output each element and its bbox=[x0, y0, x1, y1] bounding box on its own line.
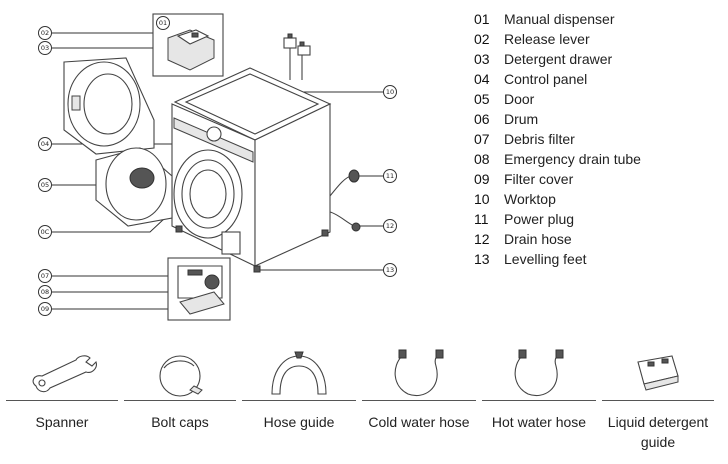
svg-text:04: 04 bbox=[41, 140, 49, 148]
accessory-label: Cold water hose bbox=[368, 414, 470, 430]
legend-label: Release lever bbox=[504, 31, 590, 47]
parts-legend: 01 Manual dispenser 02 Release lever 03 Det… bbox=[474, 9, 641, 269]
callout-06: 0C bbox=[38, 225, 52, 239]
callout-12: 12 bbox=[383, 219, 397, 233]
legend-item: 08 Emergency drain tube bbox=[474, 149, 641, 169]
legend-item: 07 Debris filter bbox=[474, 129, 641, 149]
legend-item: 05 Door bbox=[474, 89, 641, 109]
legend-label: Door bbox=[504, 91, 535, 107]
legend-number: 08 bbox=[474, 151, 490, 167]
legend-label: Levelling feet bbox=[504, 251, 587, 267]
accessories-row: Spanner Bolt caps Hose guide Cold water … bbox=[0, 346, 728, 464]
legend-item: 02 Release lever bbox=[474, 29, 641, 49]
svg-text:03: 03 bbox=[41, 44, 49, 52]
legend-number: 02 bbox=[474, 31, 490, 47]
legend-item: 01 Manual dispenser bbox=[474, 9, 641, 29]
accessory-liquid-detergent-guide: Liquid detergent guide bbox=[602, 346, 714, 464]
callout-10: 10 bbox=[383, 85, 397, 99]
bolt-cap-icon bbox=[159, 355, 203, 397]
svg-text:13: 13 bbox=[386, 266, 394, 274]
accessory-bolt-caps: Bolt caps bbox=[124, 346, 236, 464]
callout-01: 01 bbox=[156, 16, 170, 30]
legend-item: 09 Filter cover bbox=[474, 169, 641, 189]
legend-label: Emergency drain tube bbox=[504, 151, 641, 167]
accessory-label: Bolt caps bbox=[151, 414, 209, 430]
legend-label: Debris filter bbox=[504, 131, 575, 147]
legend-label: Worktop bbox=[504, 191, 556, 207]
accessory-cold-water-hose: Cold water hose bbox=[362, 346, 476, 464]
accessory-label: Spanner bbox=[35, 414, 89, 430]
legend-number: 05 bbox=[474, 91, 490, 107]
callout-07: 07 bbox=[38, 269, 52, 283]
divider bbox=[124, 400, 236, 401]
legend-number: 06 bbox=[474, 111, 490, 127]
power-plug bbox=[329, 169, 360, 197]
hose-guide-icon bbox=[271, 351, 327, 395]
callout-11: 11 bbox=[383, 169, 397, 183]
accessory-label: Liquid detergent guide bbox=[607, 414, 709, 450]
legend-label: Detergent drawer bbox=[504, 51, 613, 67]
hot-water-hose-icon bbox=[514, 349, 564, 396]
accessory-label: Hose guide bbox=[263, 414, 335, 430]
legend-number: 13 bbox=[474, 251, 490, 267]
svg-text:0C: 0C bbox=[41, 228, 50, 236]
door-inset bbox=[63, 57, 155, 155]
divider bbox=[362, 400, 476, 401]
svg-text:02: 02 bbox=[41, 29, 49, 37]
divider bbox=[602, 400, 714, 401]
legend-label: Drum bbox=[504, 111, 539, 127]
water-taps bbox=[283, 33, 311, 80]
legend-number: 04 bbox=[474, 71, 490, 87]
legend-number: 07 bbox=[474, 131, 490, 147]
svg-text:01: 01 bbox=[159, 19, 167, 27]
callout-13: 13 bbox=[383, 263, 397, 277]
legend-label: Power plug bbox=[504, 211, 575, 227]
legend-label: Control panel bbox=[504, 71, 588, 87]
debris-filter-inset bbox=[167, 257, 231, 321]
legend-number: 09 bbox=[474, 171, 490, 187]
accessory-spanner: Spanner bbox=[6, 346, 118, 464]
detergent-drawer-inset bbox=[152, 13, 224, 77]
legend-number: 03 bbox=[474, 51, 490, 67]
legend-item: 12 Drain hose bbox=[474, 229, 641, 249]
legend-label: Filter cover bbox=[504, 171, 574, 187]
legend-number: 01 bbox=[474, 11, 490, 27]
callout-05: 05 bbox=[38, 178, 52, 192]
svg-text:08: 08 bbox=[41, 288, 49, 296]
legend-number: 10 bbox=[474, 191, 490, 207]
svg-text:09: 09 bbox=[41, 305, 49, 313]
svg-text:07: 07 bbox=[41, 272, 49, 280]
legend-item: 10 Worktop bbox=[474, 189, 641, 209]
divider bbox=[482, 400, 596, 401]
accessory-label: Hot water hose bbox=[491, 414, 587, 430]
svg-text:05: 05 bbox=[41, 181, 49, 189]
callout-04: 04 bbox=[38, 137, 52, 151]
svg-text:10: 10 bbox=[386, 88, 394, 96]
divider bbox=[242, 400, 356, 401]
accessory-hot-water-hose: Hot water hose bbox=[482, 346, 596, 464]
drain-hose bbox=[329, 211, 361, 232]
washing-machine bbox=[95, 67, 332, 273]
callout-09: 09 bbox=[38, 302, 52, 316]
accessory-hose-guide: Hose guide bbox=[242, 346, 356, 464]
legend-item: 04 Control panel bbox=[474, 69, 641, 89]
legend-number: 12 bbox=[474, 231, 490, 247]
divider bbox=[6, 400, 118, 401]
legend-label: Drain hose bbox=[504, 231, 572, 247]
legend-number: 11 bbox=[474, 211, 489, 227]
washing-machine-diagram: 01 02 03 04 05 0C 07 08 09 10 11 12 13 bbox=[38, 13, 397, 321]
legend-item: 13 Levelling feet bbox=[474, 249, 641, 269]
legend-item: 11 Power plug bbox=[474, 209, 641, 229]
callout-08: 08 bbox=[38, 285, 52, 299]
spanner-icon bbox=[32, 355, 97, 393]
callout-03: 03 bbox=[38, 41, 52, 55]
legend-item: 03 Detergent drawer bbox=[474, 49, 641, 69]
legend-item: 06 Drum bbox=[474, 109, 641, 129]
svg-text:11: 11 bbox=[386, 172, 394, 180]
liquid-detergent-guide-icon bbox=[637, 355, 679, 391]
callout-02: 02 bbox=[38, 26, 52, 40]
cold-water-hose-icon bbox=[394, 349, 444, 396]
legend-label: Manual dispenser bbox=[504, 11, 615, 27]
svg-text:12: 12 bbox=[386, 222, 394, 230]
